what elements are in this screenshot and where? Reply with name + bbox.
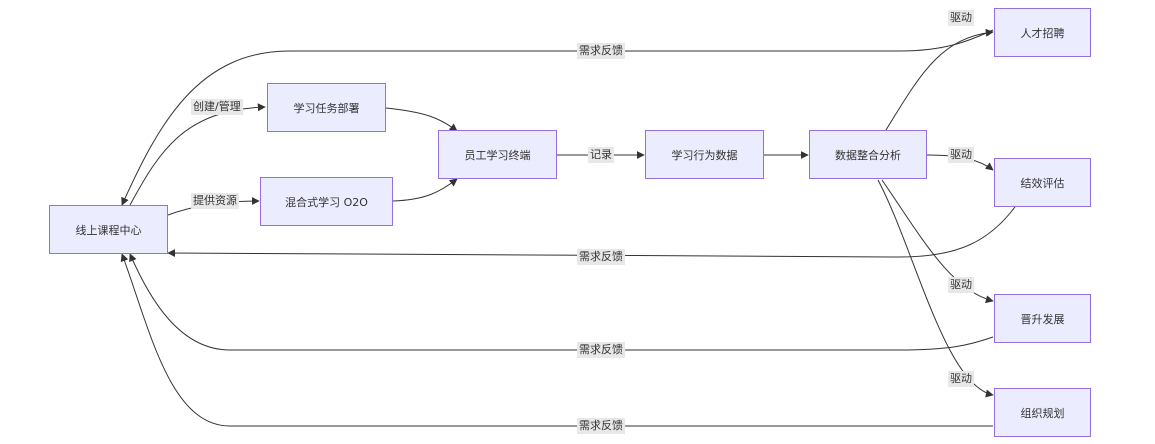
- node-online-course-center: 线上课程中心: [49, 205, 168, 254]
- edge-label-record: 记录: [588, 147, 614, 163]
- node-blended-learning: 混合式学习 O2O: [260, 177, 393, 226]
- node-performance-evaluation: 结效评估: [994, 158, 1091, 207]
- edge-label-drive-recruit: 驱动: [948, 10, 974, 26]
- edge-label-drive-perf: 驱动: [948, 147, 974, 163]
- edge-integration-to-org: [877, 179, 994, 398]
- edge-label-feedback-perf: 需求反馈: [577, 249, 625, 265]
- edge-integration-to-recruit: [885, 28, 994, 131]
- edge-blended-to-terminal: [392, 178, 458, 202]
- edge-perf-feedback: [167, 206, 1016, 258]
- edge-center-to-task: [129, 103, 266, 206]
- edge-label-feedback-recruit: 需求反馈: [577, 43, 625, 59]
- edge-label-feedback-promo: 需求反馈: [577, 342, 625, 358]
- edge-label-create-manage: 创建/管理: [191, 99, 243, 115]
- edge-integration-to-promo: [881, 179, 994, 304]
- node-study-task-deploy: 学习任务部署: [267, 83, 386, 132]
- edge-label-drive-org: 驱动: [948, 371, 974, 387]
- node-org-planning: 组织规划: [994, 388, 1091, 437]
- node-learning-behavior-data: 学习行为数据: [645, 130, 764, 179]
- node-promotion-development: 晋升发展: [994, 294, 1091, 343]
- edge-promo-feedback: [129, 253, 994, 351]
- edge-label-drive-promo: 驱动: [948, 277, 974, 293]
- edge-task-to-terminal: [385, 107, 458, 132]
- edge-org-feedback: [120, 253, 993, 427]
- node-employee-terminal: 员工学习终端: [438, 130, 557, 179]
- edge-recruit-feedback: [121, 29, 994, 206]
- node-data-integration: 数据整合分析: [809, 130, 927, 179]
- edge-label-feedback-org: 需求反馈: [577, 418, 625, 434]
- node-talent-recruitment: 人才招聘: [994, 8, 1091, 57]
- edge-label-provide-resources: 提供资源: [191, 193, 239, 209]
